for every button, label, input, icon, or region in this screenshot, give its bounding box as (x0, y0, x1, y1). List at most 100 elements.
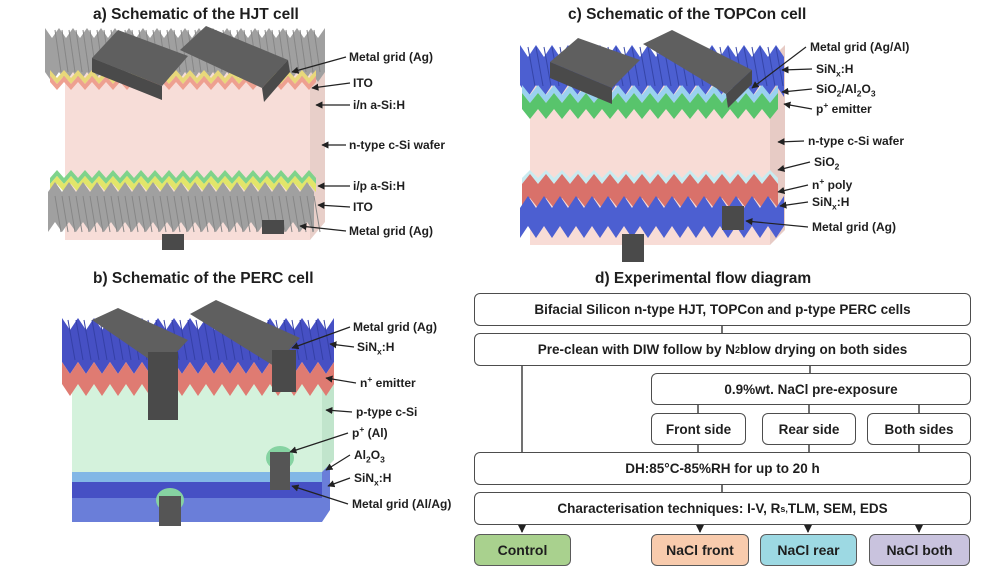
pyramid-ridge (68, 195, 76, 233)
leader-arrow (777, 184, 809, 195)
metal-finger (92, 58, 162, 100)
metal-finger (92, 30, 188, 86)
topcon-cell-drawing (520, 30, 785, 262)
sinx-bottom-layer (520, 196, 784, 238)
flow-outcome-control: Control (474, 534, 571, 566)
hjt-label-metal-top: Metal grid (Ag) (349, 50, 433, 64)
perc-label-n-emitter: n+ emitter (360, 375, 416, 390)
pyramid-ridge (180, 195, 188, 233)
pyramid-ridge (195, 319, 204, 361)
sub-text: 2 (856, 88, 862, 99)
pyramid-ridge (103, 195, 111, 233)
metal-finger (272, 350, 296, 392)
pyramid-ridge (99, 319, 108, 361)
metal-finger (262, 60, 290, 102)
pyramid-ridge (82, 29, 90, 73)
sub-text: x (832, 201, 837, 212)
sub-text: (Al) (364, 426, 388, 440)
leader-arrow (777, 138, 805, 146)
perc-label-al2o3: Al2O3 (354, 448, 385, 465)
pyramid-ridge (187, 319, 196, 361)
flow-side-front: Front side (651, 413, 746, 445)
hjt-title: a) Schematic of the HJT cell (93, 6, 299, 23)
pyramid-ridge (91, 319, 100, 361)
leader-arrow (779, 201, 809, 209)
hjt-label-in-asi: i/n a-Si:H (353, 98, 406, 112)
pyramid-ridge (124, 195, 132, 233)
leader-arrow (329, 341, 355, 349)
sub-text: x (377, 346, 382, 357)
sub-text: SiN (812, 195, 833, 209)
perc-label-metal-bottom: Metal grid (Al/Ag) (352, 497, 452, 511)
leader-arrow (783, 101, 813, 110)
metal-finger (643, 30, 752, 94)
pyramid-ridge (203, 319, 212, 361)
sub-text: :H (840, 62, 854, 76)
pyramid-ridge (307, 319, 316, 361)
flow-outcome-nacl-front: NaCl front (651, 534, 749, 566)
sub-text: 3 (870, 88, 876, 99)
n-emitter-layer (62, 362, 334, 396)
metal-finger (190, 300, 300, 366)
hjt-label-ito-bottom: ITO (353, 200, 373, 214)
sub-text: :H (836, 195, 850, 209)
pyramid-ridge (543, 46, 552, 87)
topcon-label-n-poly: n+ poly (812, 176, 852, 192)
ip-asi-layer (50, 170, 316, 184)
sup-text: + (819, 176, 825, 186)
sub-text: n (812, 178, 820, 192)
pyramid-ridge (306, 29, 314, 73)
hjt-label-wafer: n-type c-Si wafer (349, 138, 446, 152)
flow-title: d) Experimental flow diagram (595, 270, 812, 287)
sub-text: Characterisation techniques: I-V, R (557, 501, 781, 516)
sub-text: /Al (841, 82, 857, 96)
leader-arrow (325, 375, 357, 384)
sub-text: n (360, 376, 368, 390)
topcon-label-p-emitter: p+ emitter (816, 100, 872, 116)
sub-text: 3 (380, 454, 385, 465)
topcon-label-metal-bottom: Metal grid (Ag) (812, 220, 896, 234)
leader-arrow (781, 66, 813, 74)
sup-text: + (823, 100, 829, 110)
pyramid-ridge (285, 195, 293, 233)
metal-finger (550, 62, 612, 104)
metal-finger (726, 70, 752, 108)
leader-arrow (745, 218, 809, 228)
pyramid-ridge (236, 195, 244, 233)
topcon-label-sio2al2o3: SiO2/Al2O3 (816, 82, 876, 99)
pyramid-ridge (173, 195, 181, 233)
flow-outcome-nacl-both: NaCl both (869, 534, 970, 566)
leader-arrow (299, 223, 347, 232)
pyramid-ridge (187, 195, 195, 233)
sub-text: p (352, 426, 360, 440)
sub-text: emitter (372, 376, 416, 390)
flow-connectors (517, 326, 924, 533)
pyramid-ridge (152, 195, 160, 233)
rear-metal-contact (622, 234, 644, 262)
pyramid-ridge (292, 29, 300, 73)
flow-step-cells: Bifacial Silicon n-type HJT, TOPCon and … (474, 293, 971, 326)
perc-label-ptype: p-type c-Si (356, 405, 418, 419)
leader-arrow (291, 484, 349, 505)
sup-text: + (359, 424, 365, 434)
sub-text: 2 (836, 88, 842, 99)
hjt-label-metal-bottom: Metal grid (Ag) (349, 224, 433, 238)
rear-metal-contact (159, 496, 181, 526)
pyramid-ridge (75, 29, 83, 73)
p-emitter-layer (522, 93, 778, 119)
pyramid-ridge (215, 195, 223, 233)
perc-label-p-al: p+ (Al) (352, 424, 388, 440)
pyramid-ridge (243, 195, 251, 233)
pyramid-ridge (89, 195, 97, 233)
pyramid-ridge (299, 319, 308, 361)
sub-text: blow drying on both sides (740, 342, 908, 357)
sub-text: x (374, 477, 379, 488)
leader-arrow (325, 454, 351, 471)
pyramid-ridge (313, 195, 321, 233)
sub-text: x (836, 68, 841, 79)
hjt-label-ip-asi: i/p a-Si:H (353, 179, 406, 193)
